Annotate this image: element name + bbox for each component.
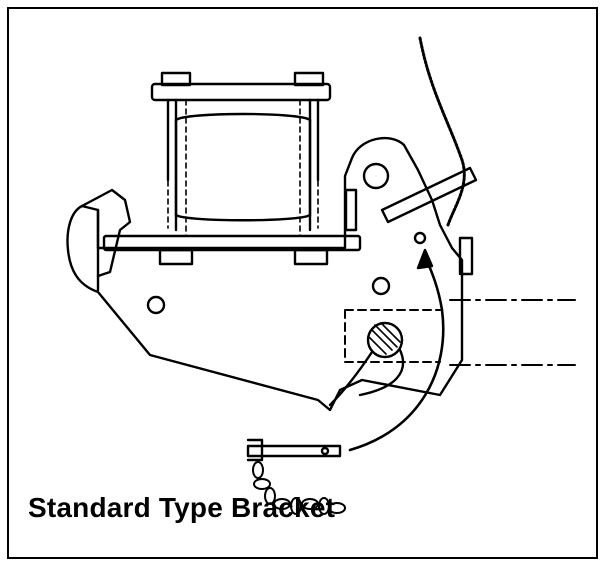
hitch-pin — [366, 321, 404, 359]
figure-caption: Standard Type Bracket — [28, 492, 336, 523]
front-hole — [146, 295, 166, 315]
drawbar-outline — [449, 299, 576, 366]
front-jaw — [80, 188, 132, 278]
lower-hole — [371, 276, 391, 296]
clamp-bar — [102, 234, 362, 252]
pin-strap — [328, 348, 405, 407]
insert-arrow — [348, 254, 445, 452]
chain — [252, 461, 346, 515]
spacer-block — [150, 71, 332, 237]
pin-slot — [344, 309, 441, 363]
cable — [418, 36, 466, 227]
upper-hole — [362, 162, 390, 190]
linch-pin — [246, 438, 342, 462]
bracket-plate — [66, 136, 464, 412]
latch-lever — [380, 166, 478, 224]
small-hole — [413, 231, 427, 245]
